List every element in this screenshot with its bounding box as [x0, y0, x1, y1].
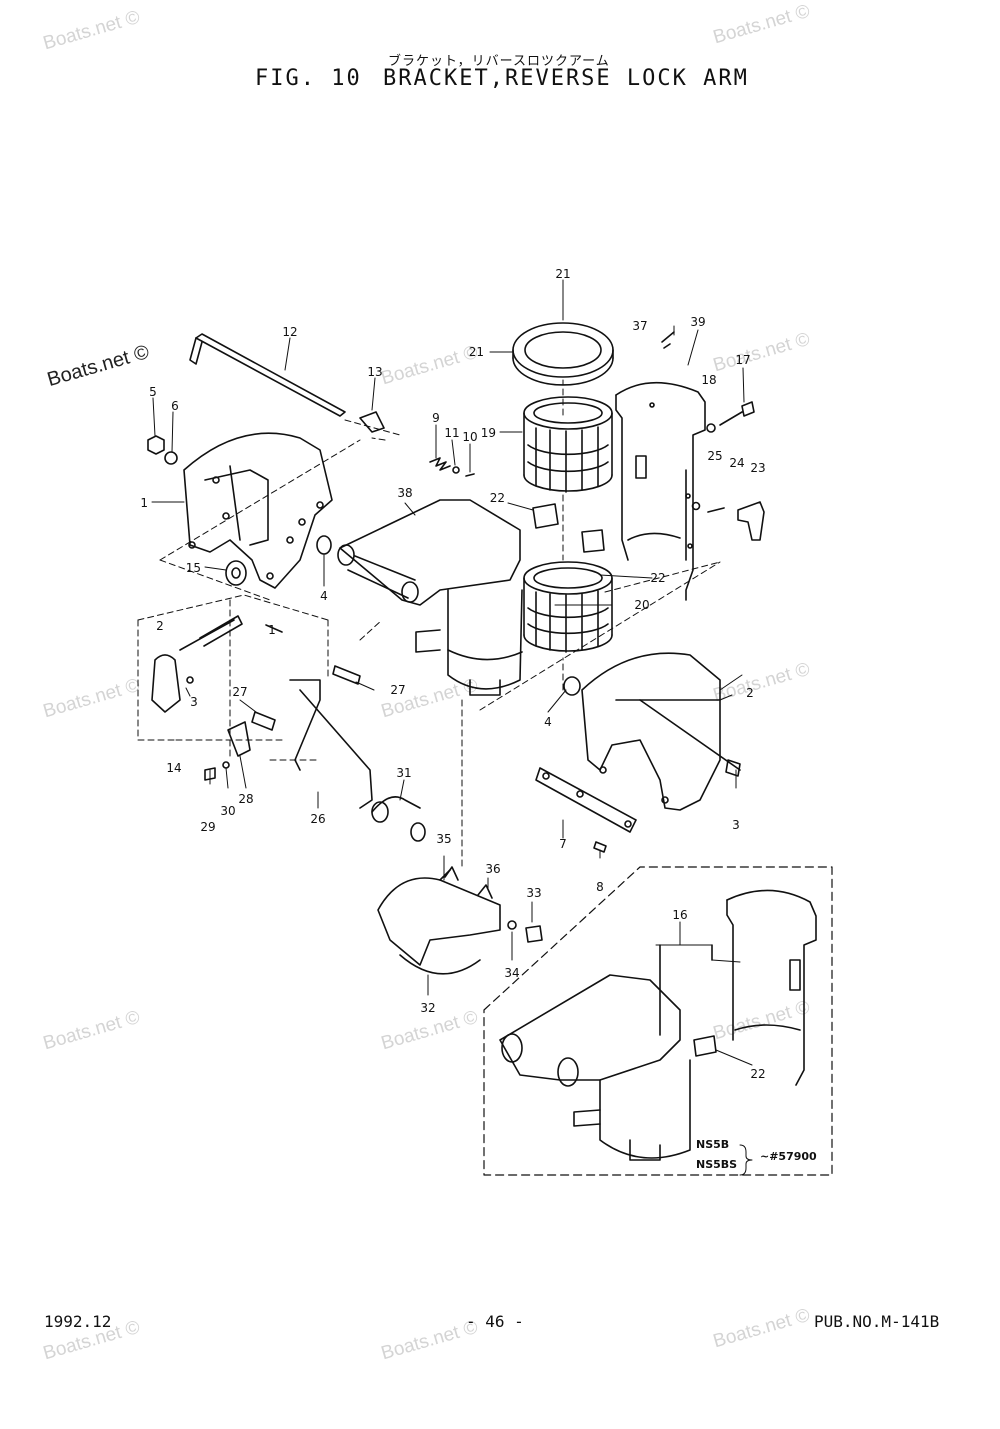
callout-24: 24 — [729, 456, 744, 470]
callout-19: 19 — [481, 426, 496, 440]
publication-number: PUB.NO.M-141B — [814, 1312, 940, 1331]
part-clamp-bracket-right — [581, 652, 741, 811]
callout-27: 27 — [390, 683, 405, 697]
callout-35: 35 — [436, 832, 451, 846]
part-spring-9 — [429, 457, 475, 477]
part-washer-34 — [507, 920, 517, 930]
callout-30: 30 — [220, 804, 235, 818]
callout-22: 22 — [490, 491, 505, 505]
variant-inset-box — [483, 866, 833, 1176]
part-knob-15 — [225, 560, 247, 586]
callout-17: 17 — [735, 353, 750, 367]
callout-labels: 21 21 37 39 12 13 17 18 5 6 9 11 10 19 3… — [140, 267, 817, 1171]
part-washer-6 — [164, 451, 178, 465]
serial-range: ~#57900 — [760, 1150, 817, 1163]
part-swivel-bracket-variant — [499, 889, 817, 1161]
figure-number: FIG. 10 — [255, 66, 362, 91]
callout-15: 15 — [186, 561, 201, 575]
part-clamp-bracket-left — [183, 432, 333, 589]
part-friction-plate — [581, 529, 605, 553]
callout-5: 5 — [149, 385, 157, 399]
callout-1: 1 — [268, 623, 276, 637]
part-lock-lever — [265, 624, 373, 809]
callout-22: 22 — [650, 571, 665, 585]
callout-10: 10 — [462, 430, 477, 444]
part-swivel-liner — [615, 331, 706, 601]
part-swivel-bracket — [337, 499, 523, 696]
callout-3: 3 — [732, 818, 740, 832]
callout-7: 7 — [559, 837, 567, 851]
callout-38: 38 — [397, 486, 412, 500]
callout-33: 33 — [526, 886, 541, 900]
part-nut-5 — [147, 435, 165, 455]
callout-37: 37 — [632, 319, 647, 333]
callout-34: 34 — [504, 966, 519, 980]
callout-23: 23 — [750, 461, 765, 475]
callout-25: 25 — [707, 449, 722, 463]
callout-29: 29 — [200, 820, 215, 834]
callout-16: 16 — [672, 908, 687, 922]
callout-6: 6 — [171, 399, 179, 413]
callout-4: 4 — [320, 589, 328, 603]
callout-3: 3 — [190, 695, 198, 709]
callout-36: 36 — [485, 862, 500, 876]
part-spring-31 — [371, 796, 426, 842]
part-bolt-33 — [525, 925, 543, 943]
callout-21: 21 — [469, 345, 484, 359]
callout-2: 2 — [156, 619, 164, 633]
callout-32: 32 — [420, 1001, 435, 1015]
japanese-title: ブラケット，リバースロツクアーム — [388, 54, 610, 69]
callout-20: 20 — [634, 598, 649, 612]
part-reverse-lock-arm — [151, 615, 243, 713]
publication-date: 1992.12 — [44, 1312, 112, 1331]
figure-title: BRACKET,REVERSE LOCK ARM — [383, 66, 749, 91]
part-bracket-28 — [204, 721, 251, 781]
part-thrust-ring — [512, 322, 614, 386]
callout-12: 12 — [282, 325, 297, 339]
callout-8: 8 — [596, 880, 604, 894]
callout-1: 1 — [140, 496, 148, 510]
variant-leaders — [655, 921, 753, 1176]
callout-11: 11 — [444, 426, 459, 440]
assembly-guides — [137, 379, 721, 871]
model-label-ns5b: NS5B — [696, 1138, 729, 1151]
part-upper-bearing — [523, 396, 613, 493]
callout-18: 18 — [701, 373, 716, 387]
callout-4: 4 — [544, 715, 552, 729]
callout-21: 21 — [555, 267, 570, 281]
part-stopper-plate — [535, 767, 637, 833]
callout-22: 22 — [750, 1067, 765, 1081]
callout-31: 31 — [396, 766, 411, 780]
leader-lines — [151, 279, 745, 996]
callout-39: 39 — [690, 315, 705, 329]
part-washer-4 — [563, 676, 581, 696]
page-number: - 46 - — [466, 1312, 524, 1331]
callout-9: 9 — [432, 411, 440, 425]
part-friction-plate — [532, 503, 559, 529]
callout-28: 28 — [238, 792, 253, 806]
part-washer-4 — [316, 535, 332, 555]
part-lower-bearing — [523, 561, 613, 653]
part-pin-27 — [251, 711, 276, 731]
part-tilt-lock-assy — [377, 866, 501, 975]
part-steering-rod — [189, 333, 385, 433]
callout-13: 13 — [367, 365, 382, 379]
callout-2: 2 — [746, 686, 754, 700]
callout-14: 14 — [166, 761, 181, 775]
part-screw-8 — [593, 841, 607, 853]
callout-26: 26 — [310, 812, 325, 826]
part-bolt-17 — [691, 401, 765, 541]
callout-27: 27 — [232, 685, 247, 699]
figure-title-row: FIG. 10 BRACKET,REVERSE LOCK ARM — [255, 66, 749, 91]
model-label-ns5bs: NS5BS — [696, 1158, 737, 1171]
